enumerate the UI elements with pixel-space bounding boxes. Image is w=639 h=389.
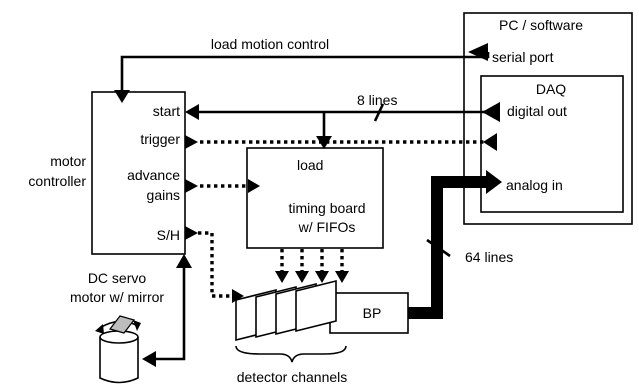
port-trigger: trigger	[140, 131, 180, 147]
port-gains: gains	[147, 187, 180, 203]
port-advance: advance	[127, 167, 180, 183]
channel-arrow-4	[335, 271, 349, 283]
motor-controller-label-2: controller	[28, 173, 86, 189]
detector-card-4	[295, 279, 337, 333]
pc-software-label: PC / software	[499, 17, 583, 33]
motor-controller-label-1: motor	[50, 153, 86, 169]
servo-label-1: DC servo	[88, 270, 147, 286]
channel-arrow-2	[295, 271, 309, 283]
port-start: start	[153, 103, 180, 119]
detector-channels-label: detector channels	[237, 369, 348, 385]
dc-servo-motor-icon	[95, 315, 141, 384]
daq-box	[480, 75, 624, 213]
timing-board-label-2: w/ FIFOs	[298, 219, 356, 235]
port-sh: S/H	[157, 227, 180, 243]
timing-board-label-1: timing board	[288, 200, 365, 216]
servo-label-2: motor w/ mirror	[70, 289, 164, 305]
detector-channels-brace	[235, 345, 347, 363]
analog-in-label: analog in	[506, 177, 563, 193]
eight-lines-label: 8 lines	[357, 92, 397, 108]
bp-label: BP	[363, 305, 382, 321]
trigger-left-arrow	[185, 135, 198, 149]
timing-load-label: load	[297, 157, 323, 173]
motor-controller-box	[91, 91, 186, 255]
sh-end-arrow	[232, 289, 244, 303]
load-motion-control-line	[120, 52, 490, 90]
timing-board-box	[246, 147, 384, 249]
analog-in-arrow	[486, 170, 502, 194]
load-motion-control-label: load motion control	[211, 36, 329, 52]
serial-port-arrow	[468, 43, 488, 61]
channel-arrow-1	[275, 271, 289, 283]
advance-gains-left-arrow	[185, 179, 198, 193]
bus-tick-64	[426, 238, 451, 258]
channel-arrow-3	[315, 271, 329, 283]
servo-left-arrow	[142, 351, 156, 367]
start-down-arrow	[114, 90, 130, 103]
daq-title: DAQ	[536, 81, 566, 97]
digital-out-arrow	[482, 102, 500, 122]
sh-line	[198, 231, 232, 298]
trigger-right-arrow	[483, 133, 497, 151]
servo-control-line	[154, 266, 186, 361]
bus-tick	[373, 103, 385, 122]
sh-arrow	[185, 226, 198, 240]
advance-gains-right-arrow	[248, 179, 260, 193]
servo-up-arrow	[176, 254, 192, 268]
start-arrow	[185, 104, 199, 120]
sixty-four-lines-label: 64 lines	[465, 249, 513, 265]
digital-out-label: digital out	[507, 103, 567, 119]
timing-load-arrow	[316, 136, 332, 149]
serial-port-label: serial port	[492, 49, 554, 65]
